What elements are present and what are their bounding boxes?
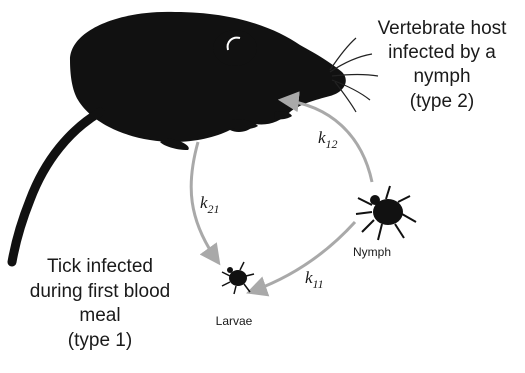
rate-k12: k12 xyxy=(318,128,338,151)
larva-tick-icon xyxy=(222,262,254,294)
host-label-line-2: infected by a xyxy=(388,42,496,63)
nymph-tick-icon xyxy=(356,186,416,240)
host-label-line-1: Vertebrate host xyxy=(378,18,508,39)
tick-label-line-1: Tick infected xyxy=(47,256,153,277)
nymph-label: Nymph xyxy=(353,245,391,259)
tick-label: Tick infected during first blood meal (t… xyxy=(30,256,170,351)
host-label-line-3: nymph xyxy=(413,66,470,87)
host-label: Vertebrate host infected by a nymph (typ… xyxy=(378,18,508,112)
larvae-label: Larvae xyxy=(216,314,253,328)
rate-k11: k11 xyxy=(305,268,324,291)
tick-label-line-2: during first blood xyxy=(30,281,170,302)
arrow-nymph-to-larvae xyxy=(250,222,355,292)
host-label-line-4: (type 2) xyxy=(410,91,474,112)
tick-label-line-4: (type 1) xyxy=(68,330,132,351)
tick-label-line-3: meal xyxy=(79,305,120,326)
rate-k21: k21 xyxy=(200,193,220,216)
